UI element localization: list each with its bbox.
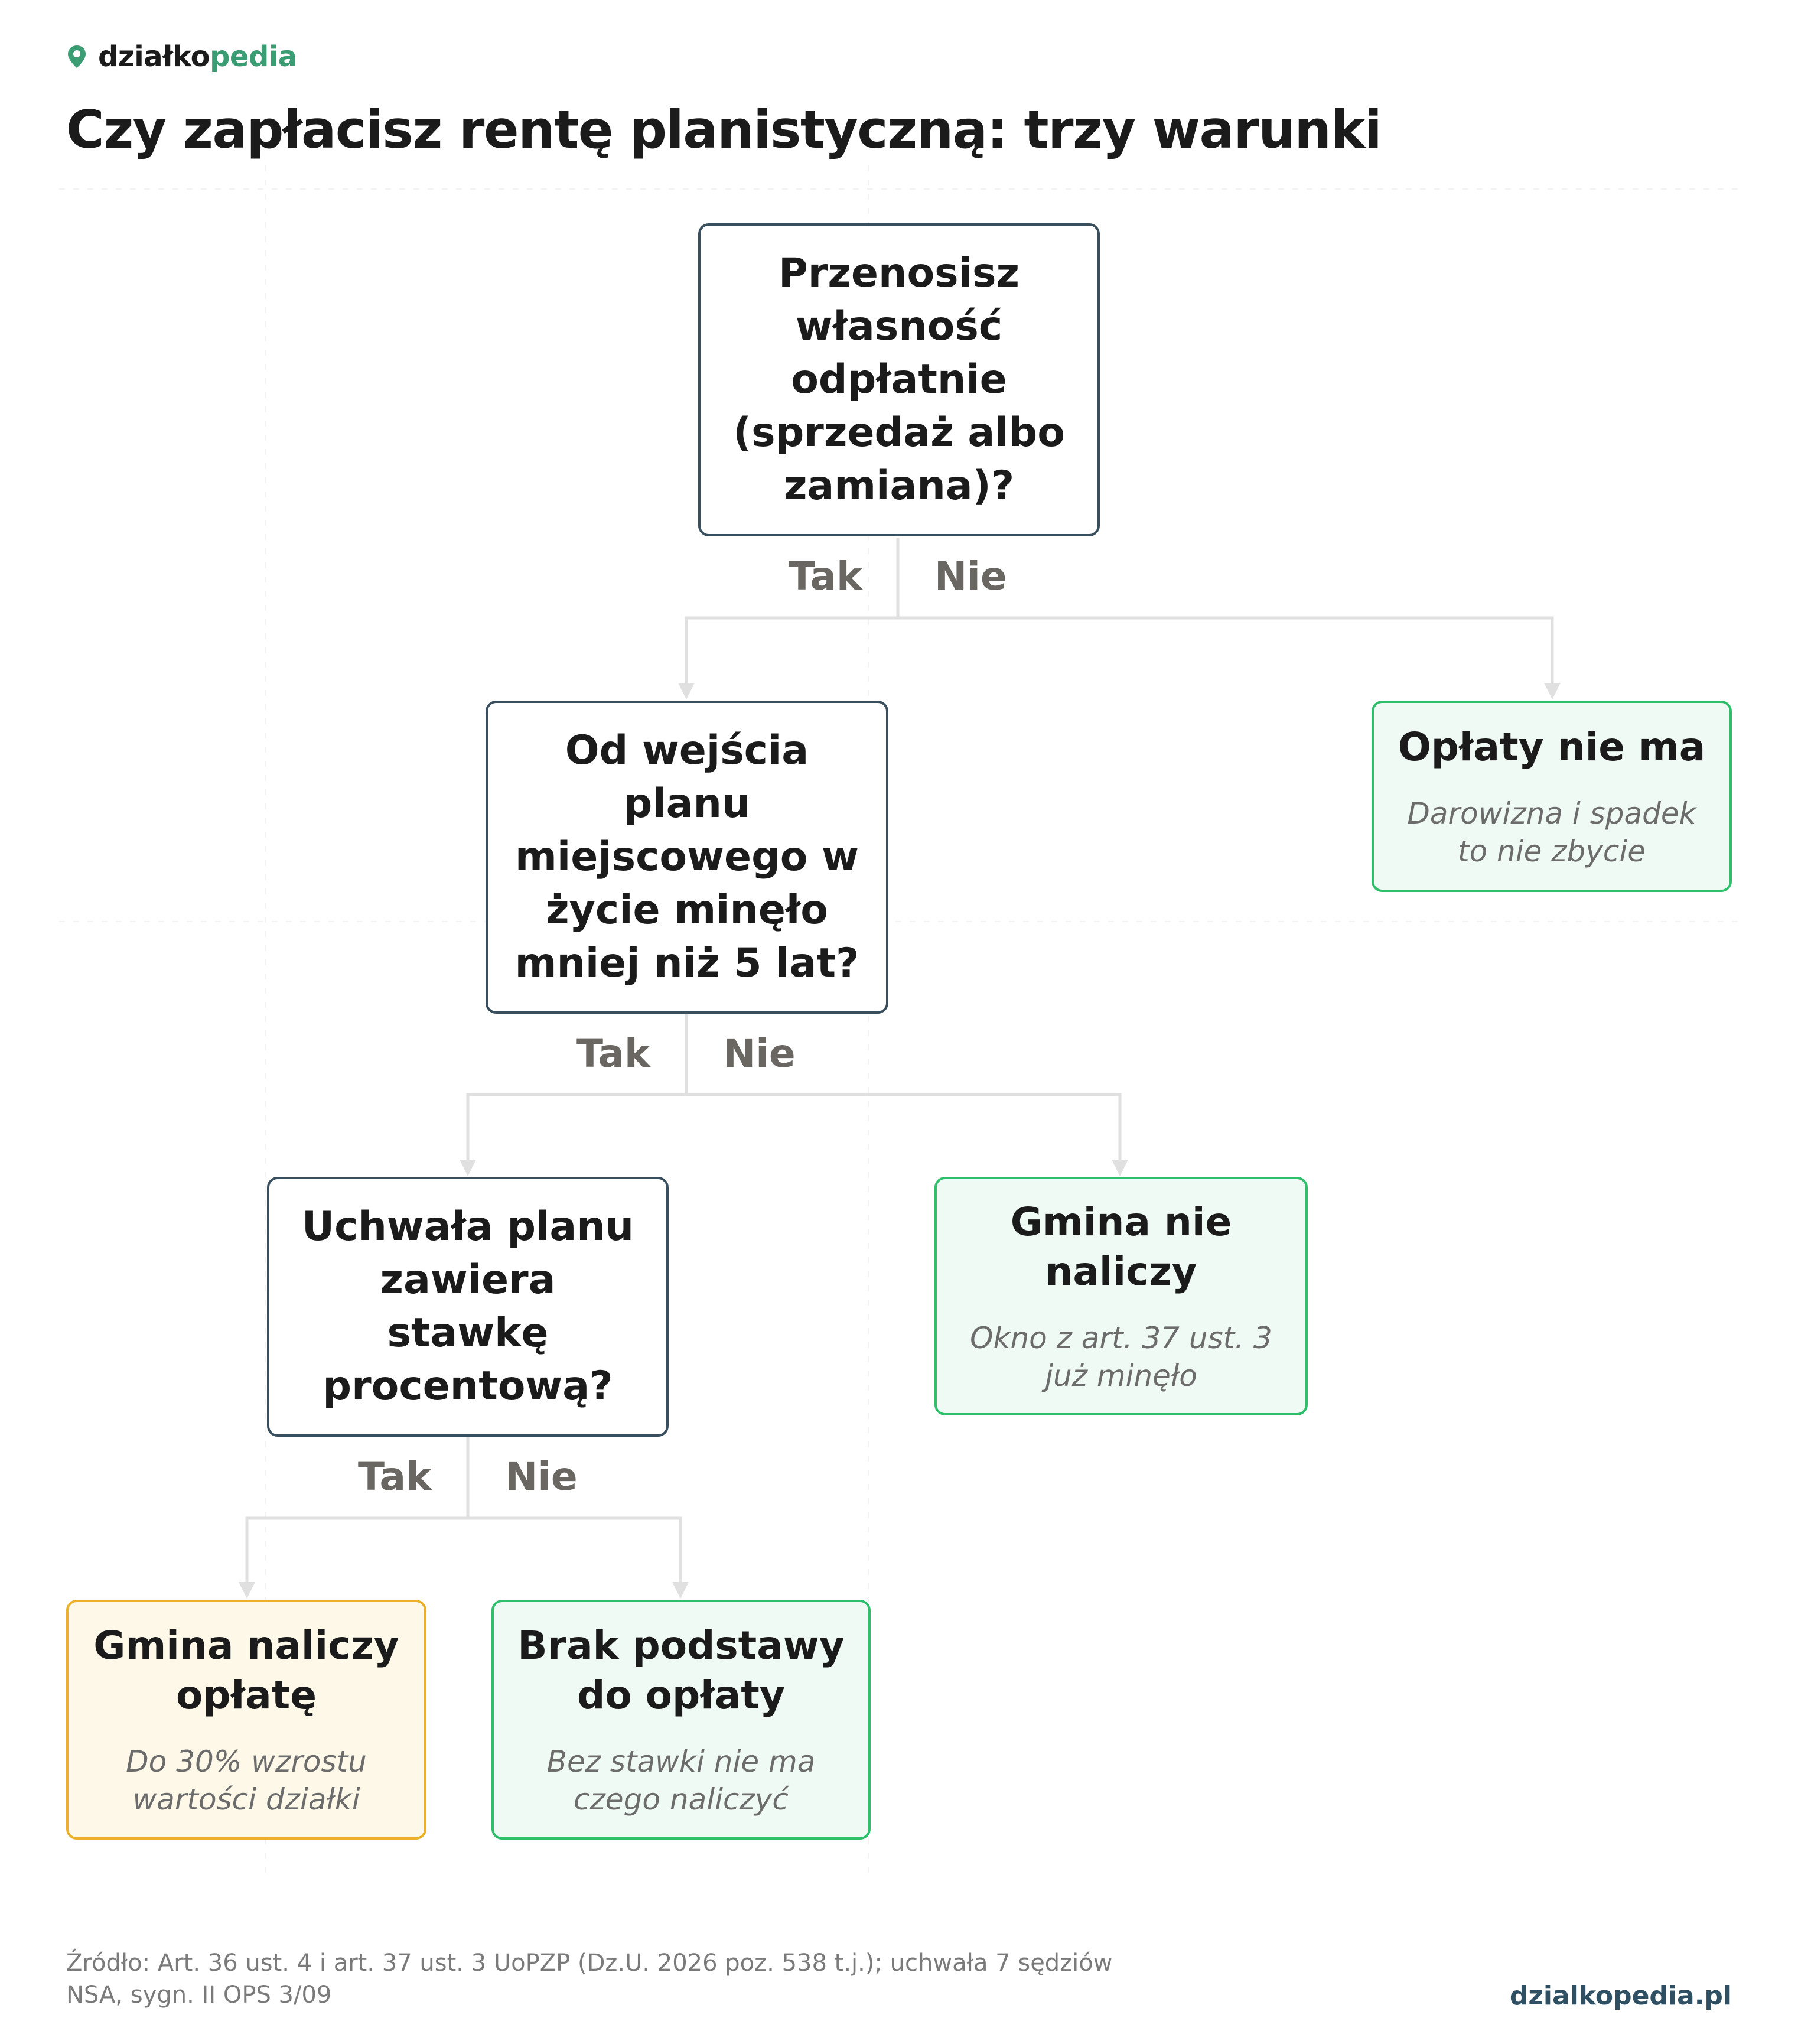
arrowhead-q2-yes [460,1160,476,1176]
result-title: Gmina nie naliczy [1010,1199,1232,1294]
result-title: Gmina naliczy opłatę [93,1623,399,1718]
brand-name-part2: pedia [210,40,297,73]
branch-label-no: Nie [934,554,1007,599]
question-text: Od wejścia planu miejscowego w życie min… [514,727,859,987]
brand-name-part1: działko [98,40,210,73]
brand-logo[interactable]: działkopedia [66,39,297,74]
question-node-plan-age: Od wejścia planu miejscowego w życie min… [486,701,888,1014]
question-node-rate-in-resolution: Uchwała planu zawiera stawkę procentową? [267,1177,669,1437]
page-title: Czy zapłacisz rentę planistyczną: trzy w… [66,99,1382,160]
result-title: Brak podstawy do opłaty [517,1623,845,1718]
connector-q1-yes [685,616,898,690]
arrowhead-q1-yes [678,683,695,699]
result-title: Opłaty nie ma [1398,724,1706,770]
arrowhead-q1-no [1544,683,1561,699]
map-pin-icon [68,45,86,68]
result-node-no-charge: Gmina nie naliczy Okno z art. 37 ust. 3 … [934,1177,1308,1415]
source-note: Źródło: Art. 36 ust. 4 i art. 37 ust. 3 … [66,1947,1129,2011]
branch-label-no: Nie [723,1031,796,1076]
result-description: Darowizna i spadek to nie zbycie [1407,796,1696,868]
question-text: Przenosisz własność odpłatnie (sprzedaż … [733,250,1065,509]
branch-label-yes: Tak [789,554,862,599]
arrowhead-q3-no [672,1582,689,1599]
result-description: Bez stawki nie ma czego naliczyć [546,1744,816,1817]
connector-q1-no [898,616,1554,690]
connector-q2-yes [466,1093,686,1167]
result-node-no-fee: Opłaty nie ma Darowizna i spadek to nie … [1372,701,1732,892]
branch-label-yes: Tak [358,1454,432,1499]
connector-q3-no [468,1516,682,1589]
brand-name: działkopedia [98,40,297,73]
branch-label-yes: Tak [576,1031,650,1076]
result-node-no-basis: Brak podstawy do opłaty Bez stawki nie m… [491,1600,871,1840]
branch-label-no: Nie [505,1454,578,1499]
connector-q3-yes [245,1516,468,1589]
source-line: NSA, sygn. II OPS 3/09 [66,1981,332,2009]
connector-q2-no [686,1093,1122,1167]
result-description: Do 30% wzrostu wartości działki [126,1744,367,1817]
site-link[interactable]: dzialkopedia.pl [1509,1981,1732,2011]
question-node-ownership-transfer: Przenosisz własność odpłatnie (sprzedaż … [698,223,1100,536]
result-description: Okno z art. 37 ust. 3 już minęło [970,1321,1272,1393]
question-text: Uchwała planu zawiera stawkę procentową? [301,1203,634,1410]
source-line: Źródło: Art. 36 ust. 4 i art. 37 ust. 3 … [66,1949,1113,1977]
result-node-fee-charged: Gmina naliczy opłatę Do 30% wzrostu wart… [66,1600,426,1840]
arrowhead-q3-yes [239,1582,255,1599]
arrowhead-q2-no [1112,1160,1128,1176]
